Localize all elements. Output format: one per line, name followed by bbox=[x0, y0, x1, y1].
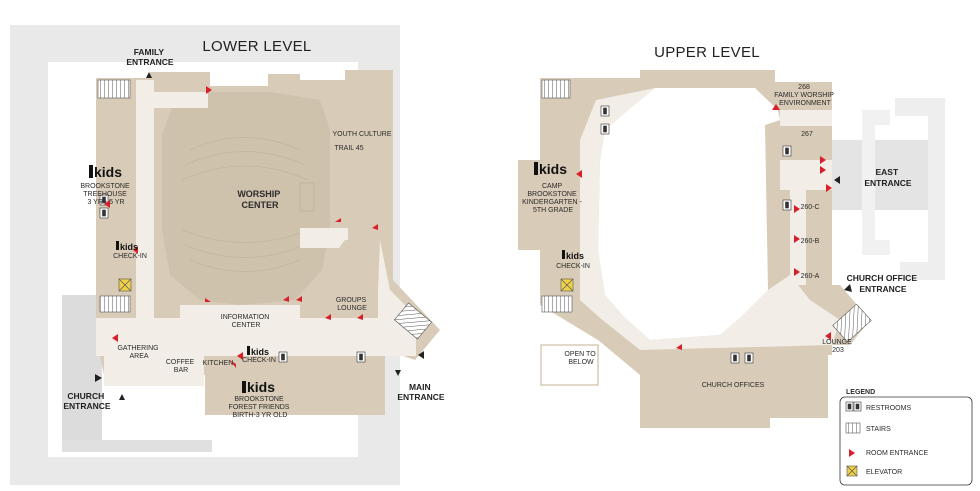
kids-checkin-label: CHECK-IN bbox=[113, 253, 147, 260]
gathering-area-label: GATHERING AREA bbox=[117, 345, 160, 360]
church-entrance-label: CHURCH ENTRANCE bbox=[63, 391, 111, 411]
svg-text:kids: kids bbox=[94, 164, 122, 180]
site-outline bbox=[895, 98, 945, 280]
elevator-icon bbox=[118, 278, 132, 292]
svg-text:kids: kids bbox=[247, 379, 275, 395]
restroom-icon bbox=[278, 351, 288, 363]
stairs-icon bbox=[541, 79, 571, 99]
room-260c-label: 260-C bbox=[800, 204, 819, 211]
upper-atrium-opening bbox=[598, 88, 780, 340]
church-office-entrance-label: CHURCH OFFICE ENTRANCE bbox=[847, 273, 920, 294]
restroom-icon bbox=[356, 351, 366, 363]
kids-logo: kids bbox=[116, 241, 138, 252]
elevator-icon bbox=[560, 278, 574, 292]
kids-logo: kids bbox=[562, 250, 584, 261]
church-office-entrance-arrow bbox=[844, 284, 852, 292]
room-entrance-icon bbox=[849, 449, 855, 457]
legend-title: LEGEND bbox=[846, 389, 875, 396]
main-entrance-label: MAIN ENTRANCE bbox=[397, 382, 445, 402]
church-entrance-arrow bbox=[95, 374, 102, 382]
legend-box bbox=[839, 396, 973, 486]
main-entrance-arrow bbox=[418, 351, 424, 359]
kids-logo: kids bbox=[534, 161, 567, 177]
forest-friends-label: BROOKSTONE FOREST FRIENDS BIRTH-3 YR OLD bbox=[229, 396, 292, 419]
restroom-icon bbox=[99, 194, 109, 206]
trail-45-label: TRAIL 45 bbox=[334, 145, 363, 152]
lower-corridors bbox=[96, 80, 420, 386]
restroom-icon bbox=[782, 145, 792, 157]
east-entrance-label: EAST ENTRANCE bbox=[864, 167, 912, 188]
information-center-label: INFORMATION CENTER bbox=[221, 314, 271, 329]
restroom-icon bbox=[600, 123, 610, 135]
svg-text:kids: kids bbox=[539, 161, 567, 177]
stairs-icon bbox=[99, 295, 131, 313]
worship-seating bbox=[181, 137, 309, 272]
kids-logo: kids bbox=[247, 346, 269, 357]
east-entrance-area bbox=[832, 140, 942, 210]
legend-room-entrance-label: ROOM ENTRANCE bbox=[866, 450, 929, 457]
camp-brookstone-label: CAMP BROOKSTONE KINDERGARTEN - 5TH GRADE bbox=[522, 183, 584, 214]
family-entrance-arrow bbox=[146, 72, 152, 78]
stairs-icon bbox=[845, 422, 861, 434]
east-entrance-arrow bbox=[834, 176, 840, 184]
lounge-203-label: LOUNGE 203 bbox=[822, 339, 854, 354]
kids-checkin-label: CHECK-IN bbox=[556, 263, 590, 270]
restroom-icon bbox=[730, 352, 740, 364]
church-entrance-arrow bbox=[119, 394, 125, 400]
svg-text:kids: kids bbox=[120, 242, 138, 252]
room-entrance-markers bbox=[576, 104, 832, 350]
groups-lounge-room bbox=[322, 240, 378, 318]
lower-level-map: LOWER LEVEL FAMILY ENTRANCE CHURCH ENTRA… bbox=[10, 25, 445, 485]
worship-center-label: WORSHIP CENTER bbox=[237, 189, 282, 210]
restroom-icon bbox=[782, 199, 792, 211]
svg-text:kids: kids bbox=[251, 347, 269, 357]
legend-stairs-label: STAIRS bbox=[866, 426, 891, 433]
upper-level-map: UPPER LEVEL kids CAMP BROOKSTONE KINDERG… bbox=[518, 44, 945, 428]
coffee-bar-label: COFFEE BAR bbox=[166, 359, 196, 374]
kitchen-label: KITCHEN bbox=[203, 360, 234, 367]
church-offices-label: CHURCH OFFICES bbox=[702, 382, 765, 389]
room-260a-label: 260-A bbox=[801, 273, 820, 280]
legend-elevator-label: ELEVATOR bbox=[866, 469, 902, 476]
lower-level-title: LOWER LEVEL bbox=[202, 38, 311, 55]
legend-restrooms-label: RESTROOMS bbox=[866, 405, 911, 412]
room-267-label: 267 bbox=[801, 131, 813, 138]
stairs-icon bbox=[832, 303, 872, 343]
upper-level-title: UPPER LEVEL bbox=[654, 44, 760, 61]
stairs-icon bbox=[97, 79, 131, 99]
youth-culture-label: YOUTH CULTURE bbox=[333, 131, 392, 138]
stairs-icon bbox=[394, 302, 432, 340]
kids-logo: kids bbox=[89, 164, 122, 180]
open-to-below-label: OPEN TO BELOW bbox=[564, 351, 597, 366]
family-entrance-label: FAMILY ENTRANCE bbox=[126, 47, 174, 67]
room-entrance-markers bbox=[104, 86, 378, 368]
groups-lounge-label: GROUPS LOUNGE bbox=[336, 297, 368, 312]
stairs-icon bbox=[541, 295, 573, 313]
elevator-icon bbox=[846, 465, 858, 477]
restroom-icon bbox=[600, 105, 610, 117]
kids-logo: kids bbox=[242, 379, 275, 395]
room-268-label: 268 FAMILY WORSHIP ENVIRONMENT bbox=[774, 84, 835, 107]
kids-checkin-2-label: CHECK-IN bbox=[242, 357, 276, 364]
open-to-below-area bbox=[540, 344, 599, 386]
treehouse-label: BROOKSTONE TREEHOUSE 3 YR - 5 YR bbox=[80, 183, 131, 206]
main-entrance-arrow bbox=[395, 370, 401, 376]
restroom-icon bbox=[845, 401, 862, 412]
restroom-icon bbox=[744, 352, 754, 364]
svg-text:kids: kids bbox=[566, 251, 584, 261]
legend: LEGEND RESTROOMS STAIRS ROOM ENTRANCE EL… bbox=[839, 389, 973, 486]
restroom-icon bbox=[99, 207, 109, 219]
room-260b-label: 260-B bbox=[801, 238, 820, 245]
